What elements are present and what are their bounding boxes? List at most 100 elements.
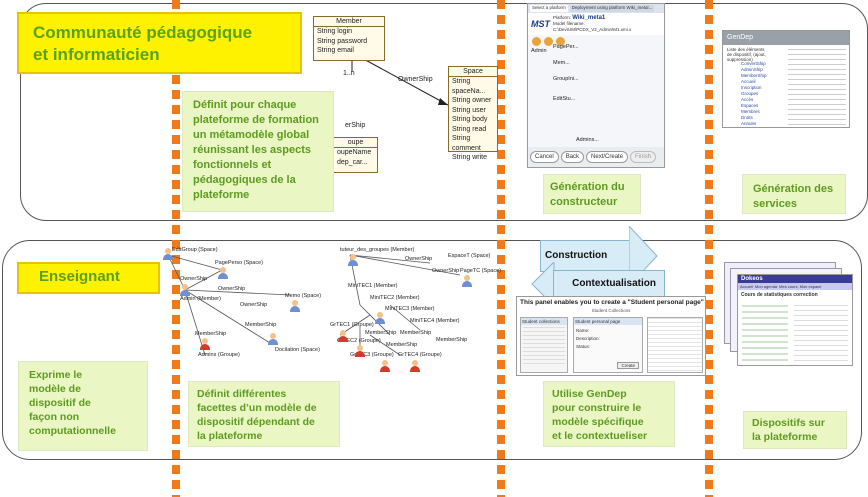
service-link[interactable]: Membres bbox=[741, 109, 760, 114]
service-link[interactable]: AdminShip bbox=[741, 67, 763, 72]
student-collections-title: Student collections bbox=[521, 318, 567, 325]
device-tab[interactable]: Mon espace bbox=[799, 284, 822, 289]
field-label: Status: bbox=[576, 344, 591, 349]
facet-node: MiniTEC3 (Member) bbox=[385, 306, 435, 312]
text-line: dispositif dépendant de bbox=[197, 416, 315, 428]
gendep-title: GenDep bbox=[723, 31, 849, 45]
service-link[interactable]: Groupes bbox=[741, 91, 759, 96]
finish-button[interactable]: Finish bbox=[630, 151, 657, 163]
device-tab[interactable]: Mes cours bbox=[779, 284, 798, 289]
uml-class-member: Member String login String password Stri… bbox=[313, 16, 385, 61]
course-menu bbox=[742, 305, 788, 361]
group-icon bbox=[355, 345, 365, 357]
facet-edge: OwnerShip bbox=[432, 268, 460, 274]
services-generation-label: Génération des services bbox=[742, 174, 846, 214]
services-content bbox=[788, 49, 846, 125]
service-link[interactable]: Annuler bbox=[741, 121, 757, 126]
space-attr: String user bbox=[452, 106, 486, 114]
service-link[interactable]: Espaces bbox=[741, 103, 759, 108]
group-title: oupe bbox=[334, 138, 377, 148]
service-link[interactable]: Inscription bbox=[741, 85, 762, 90]
facet-node: Admins (Groupe) bbox=[198, 352, 240, 358]
text-line: Utilise GenDep bbox=[552, 388, 627, 400]
tree-node: PagePer... bbox=[553, 44, 579, 50]
facet-edge: OwnerShip bbox=[180, 276, 208, 282]
facet-edge: MemberShip bbox=[195, 331, 227, 337]
space-attr: String write bbox=[452, 154, 488, 161]
tab: Select a platform bbox=[530, 5, 568, 12]
facet-node: tuteur_des_groupes (Member) bbox=[340, 247, 415, 253]
expression-description: Exprime le modèle de dispositif de façon… bbox=[18, 361, 148, 451]
cancel-button[interactable]: Cancel bbox=[530, 151, 559, 163]
construction-label: Construction bbox=[545, 250, 608, 261]
group-attr: oupeName bbox=[337, 149, 372, 156]
device-tab[interactable]: Accueil bbox=[740, 284, 753, 289]
facet-edge: MemberShip bbox=[386, 342, 418, 348]
device-tab[interactable]: Mon agenda bbox=[754, 284, 778, 289]
text-line: façon non bbox=[29, 411, 80, 423]
text-line: pour construire le bbox=[552, 402, 642, 414]
facet-edge: OwnerShip bbox=[405, 256, 433, 262]
member-title: Member bbox=[314, 17, 384, 27]
group-attr: dep_car... bbox=[337, 158, 368, 166]
separator-1 bbox=[172, 0, 180, 497]
facet-node: GrTEC2 (Groupe) bbox=[337, 338, 381, 344]
service-link[interactable]: Droits bbox=[741, 115, 753, 120]
field-label: Name: bbox=[576, 328, 590, 333]
member-icon bbox=[290, 300, 300, 312]
facet-edge: MemberShip bbox=[245, 322, 277, 328]
service-link[interactable]: Accueil bbox=[741, 79, 756, 84]
member-attr: String login bbox=[317, 28, 353, 35]
top-title-box: Communauté pédagogique et informaticien bbox=[17, 12, 302, 74]
text-line: Génération des bbox=[753, 183, 834, 195]
space-title: Space bbox=[449, 67, 497, 77]
space-attr: String comment bbox=[452, 135, 481, 152]
devices-screenshot: Dokeos Accueil Mon agenda Mes cours Mon … bbox=[737, 274, 853, 366]
uml-membership-label: erShip bbox=[345, 122, 366, 129]
facet-node: MiniTEC1 (Member) bbox=[348, 283, 398, 289]
service-link[interactable]: MemberShip bbox=[741, 73, 767, 78]
text-line: Définit pour chaque bbox=[193, 99, 297, 111]
text-line: la plateforme bbox=[197, 430, 263, 442]
uml-ownership-label: OwnerShip bbox=[398, 76, 433, 83]
facet-node: MiniTEC4 (Member) bbox=[410, 318, 460, 324]
tree-node: Mem... bbox=[553, 60, 570, 66]
back-button[interactable]: Back bbox=[560, 151, 585, 163]
course-content bbox=[794, 305, 848, 361]
service-link[interactable]: ConvertShip bbox=[741, 61, 766, 66]
contextualisation-arrow: Contextualisation bbox=[553, 270, 665, 298]
text-line: et le contextueliser bbox=[552, 430, 648, 442]
mst-logo: MST bbox=[531, 19, 550, 29]
gendep-subtitle: Student Collections bbox=[591, 308, 631, 313]
facet-edge: MemberShip bbox=[400, 330, 432, 336]
constructor-generation-label: Génération du constructeur bbox=[543, 174, 641, 214]
facet-node: Admin (Member) bbox=[180, 296, 221, 302]
services-intro: Liste des éléments de dispositif, (ajout… bbox=[727, 47, 766, 62]
member-attr: String email bbox=[317, 47, 354, 54]
facet-node: GrTEC3 (Groupe) bbox=[350, 352, 394, 358]
contextualisation-label: Contextualisation bbox=[572, 278, 656, 289]
text-line: Génération du bbox=[550, 181, 625, 193]
nav-icon[interactable] bbox=[544, 37, 553, 46]
field-label: Description: bbox=[576, 336, 600, 341]
text-line: fonctionnels et bbox=[193, 159, 272, 171]
uml-class-group: oupe oupeName dep_car... bbox=[333, 137, 378, 173]
nav-icon[interactable] bbox=[532, 37, 541, 46]
tree-node: Admins... bbox=[576, 137, 599, 143]
metamodel-description: Définit pour chaque plateforme de format… bbox=[182, 91, 334, 212]
next-create-button[interactable]: Next/Create bbox=[586, 151, 629, 163]
gendep-description: Utilise GenDep pour construire le modèle… bbox=[543, 381, 675, 447]
create-button[interactable]: Create bbox=[617, 362, 639, 369]
facet-edge: OwnerShip bbox=[218, 286, 246, 292]
tree-node: EditStu... bbox=[553, 96, 576, 102]
text-line: plateforme de formation bbox=[193, 114, 319, 126]
text-line: réunissant les aspects bbox=[193, 144, 312, 156]
service-link[interactable]: Accès bbox=[741, 97, 754, 102]
member-attr: String password bbox=[317, 37, 368, 45]
text-line: plateforme bbox=[193, 189, 250, 201]
nav-icon[interactable] bbox=[556, 37, 565, 46]
facet-edge: MemberShip bbox=[436, 337, 468, 343]
top-title-line2: et informaticien bbox=[33, 45, 160, 64]
facet-node: EspaceT (Space) bbox=[448, 253, 491, 259]
facet-node: Docilation (Space) bbox=[275, 347, 320, 353]
